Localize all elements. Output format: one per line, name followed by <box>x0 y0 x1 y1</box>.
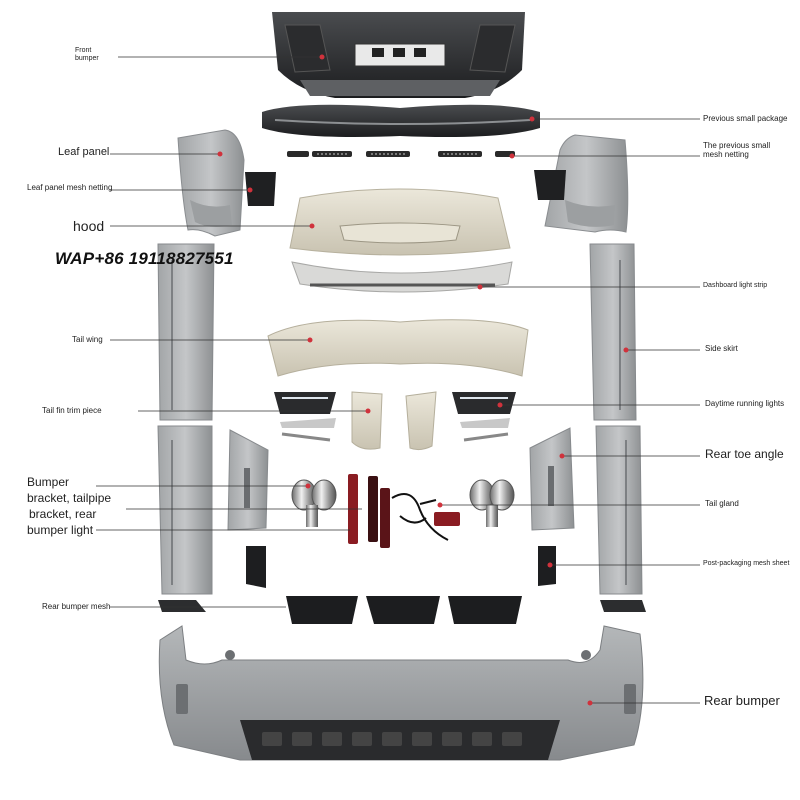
rear-bumper-part <box>158 625 644 761</box>
front-mesh-strips <box>287 151 515 157</box>
label-leaf-panel: Leaf panel <box>58 146 110 158</box>
label-leaf-panel-mesh: Leaf panel mesh netting <box>27 183 113 192</box>
left-side-skirt-upper <box>157 243 215 421</box>
drl-left <box>274 392 336 442</box>
leader-markers <box>217 54 629 706</box>
post-pack-mesh-left <box>246 546 266 588</box>
right-fender-mesh <box>534 170 566 200</box>
right-fender-part <box>544 134 629 233</box>
rear-toe-right <box>529 427 575 531</box>
label-tail-wing: Tail wing <box>72 335 103 344</box>
label-daytime-running-lights: Daytime running lights <box>705 399 785 408</box>
light-strip-part <box>291 261 513 293</box>
left-side-skirt-lower <box>157 425 213 595</box>
tailpipe-left <box>291 479 337 527</box>
post-pack-mesh-right <box>538 546 556 586</box>
label-previous-small-package: Previous small package <box>703 114 788 123</box>
label-hood: hood <box>73 218 105 234</box>
label-tail-gland: Tail gland <box>705 499 739 508</box>
tail-wing-part <box>267 319 529 377</box>
tailpipe-right <box>469 479 515 527</box>
tail-fin-trim-left <box>351 391 383 450</box>
label-side-skirt: Side skirt <box>705 344 738 353</box>
rear-bumper-mesh-set <box>158 596 646 624</box>
label-bumper-bracket: Bumper bracket, tailpipe bracket, rear b… <box>27 475 112 538</box>
contact-number: WAP+86 19118827551 <box>55 249 234 268</box>
rear-toe-left <box>227 429 269 531</box>
left-fender-mesh <box>245 172 276 206</box>
drl-right <box>452 392 516 442</box>
left-fender-part <box>177 129 245 237</box>
right-side-skirt-upper <box>589 243 637 421</box>
label-rear-bumper-mesh: Rear bumper mesh <box>42 602 111 611</box>
leader-lines <box>96 56 700 704</box>
front-lip-part <box>262 104 540 137</box>
tail-fin-trim-right <box>405 391 437 451</box>
right-side-skirt-lower <box>595 425 643 595</box>
label-post-packaging-mesh: Post-packaging mesh sheet <box>703 560 790 567</box>
wiring-harness <box>391 493 449 541</box>
front-bumper-part <box>272 12 525 98</box>
hood-part <box>289 188 511 256</box>
label-rear-bumper: Rear bumper <box>704 693 780 708</box>
label-dashboard-light-strip: Dashboard light strip <box>703 282 768 289</box>
label-tail-fin-trim: Tail fin trim piece <box>42 406 102 415</box>
label-rear-toe-angle: Rear toe angle <box>705 447 784 461</box>
